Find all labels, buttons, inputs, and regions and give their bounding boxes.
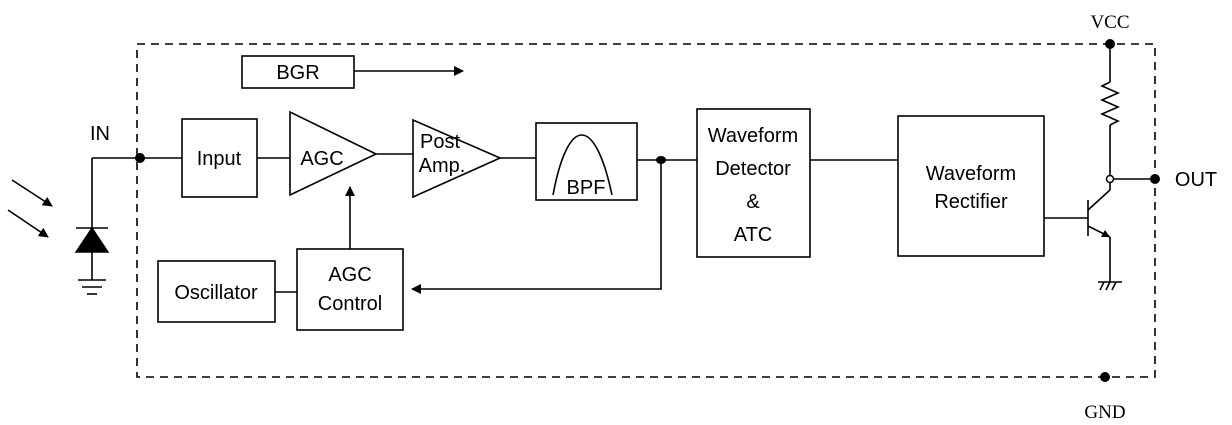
oscillator-label: Oscillator bbox=[174, 282, 258, 304]
pin-in-label: IN bbox=[90, 123, 110, 145]
waveform-detector-label-1: Waveform bbox=[708, 125, 798, 147]
agc-control-label-2: Control bbox=[318, 293, 382, 315]
input-label: Input bbox=[197, 148, 242, 170]
out-junction bbox=[1105, 174, 1115, 184]
agc-label: AGC bbox=[300, 148, 343, 170]
light-arrows-icon bbox=[7, 179, 53, 238]
waveform-rectifier-block bbox=[897, 115, 1045, 257]
pin-vcc-label: VCC bbox=[1090, 12, 1129, 33]
output-transistor bbox=[1087, 182, 1122, 291]
bpf-label: BPF bbox=[567, 177, 606, 199]
waveform-detector-label-2: Detector bbox=[715, 158, 791, 180]
post-amp-label-2: Amp. bbox=[419, 155, 466, 177]
bgr-block bbox=[241, 55, 355, 89]
agc-control-block bbox=[296, 248, 404, 331]
feedback-wire bbox=[411, 160, 662, 294]
post-amp-label-1: Post bbox=[420, 131, 460, 153]
waveform-rectifier-label-2: Rectifier bbox=[934, 191, 1008, 213]
pullup-resistor bbox=[1100, 44, 1120, 179]
bpf-response-curve bbox=[552, 134, 613, 196]
agc-control-label-1: AGC bbox=[328, 264, 371, 286]
waveform-detector-label-3: & bbox=[746, 191, 760, 213]
waveform-detector-label-4: ATC bbox=[734, 224, 773, 246]
waveform-detector-block bbox=[696, 108, 811, 258]
photodiode bbox=[74, 226, 110, 295]
pin-out-label: OUT bbox=[1175, 169, 1217, 191]
ic-boundary bbox=[136, 43, 1156, 378]
pin-gnd-label: GND bbox=[1084, 402, 1125, 423]
post-amp bbox=[412, 118, 502, 199]
oscillator-block bbox=[157, 260, 276, 323]
agc-amplifier bbox=[289, 110, 378, 197]
pin-gnd-dot bbox=[1100, 372, 1110, 382]
waveform-rectifier-label-1: Waveform bbox=[926, 163, 1016, 185]
bgr-label: BGR bbox=[276, 62, 319, 84]
